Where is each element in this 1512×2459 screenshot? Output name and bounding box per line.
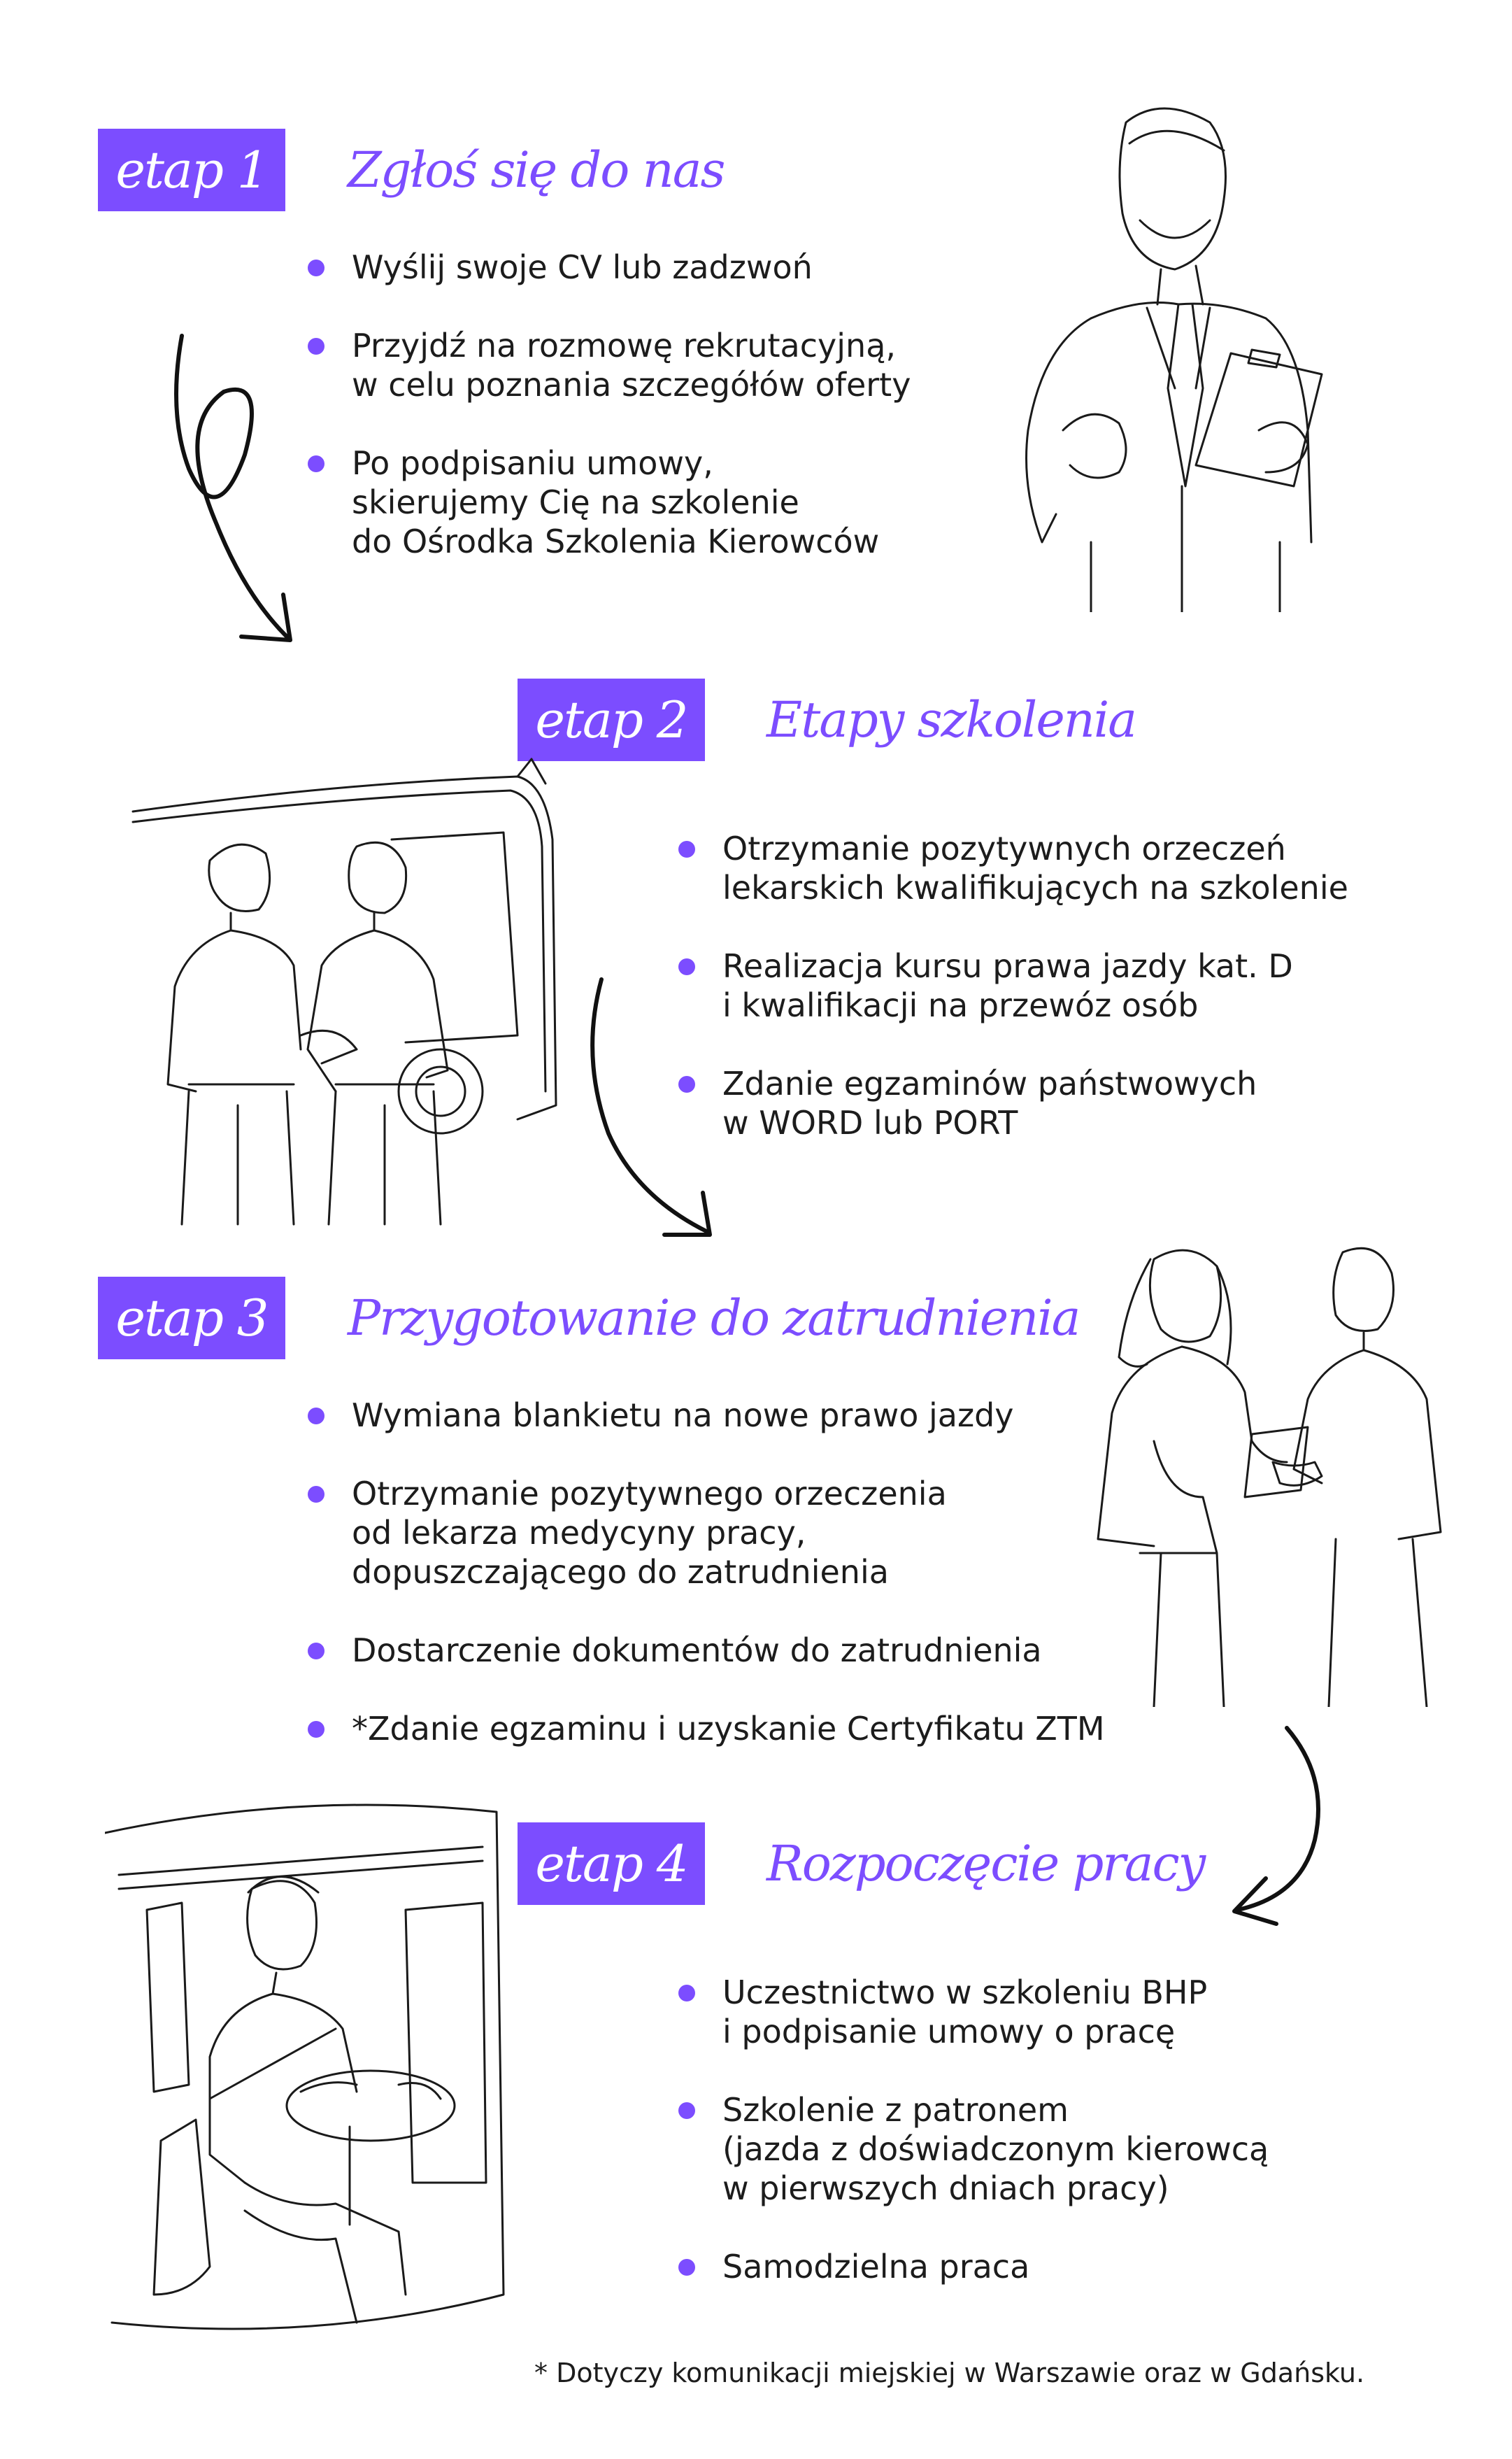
list-item: Dostarczenie dokumentów do zatrudnienia bbox=[308, 1631, 1105, 1670]
stage-2-list: Otrzymanie pozytywnych orzeczeń lekarski… bbox=[678, 829, 1348, 1182]
curve-arrow-3 bbox=[1232, 1726, 1320, 1926]
stage-4-list: Uczestnictwo w szkoleniu BHP i podpisani… bbox=[678, 1973, 1269, 2325]
list-item: Zdanie egzaminów państwowych w WORD lub … bbox=[678, 1064, 1348, 1142]
stage-3-title: Przygotowanie do zatrudnienia bbox=[348, 1289, 1080, 1347]
stage-1-list: Wyślij swoje CV lub zadzwoń Przyjdź na r… bbox=[308, 248, 911, 600]
stage-2-badge: etap 2 bbox=[518, 679, 705, 761]
stage-2-title: Etapy szkolenia bbox=[766, 691, 1137, 749]
handshake-illustration bbox=[1097, 1247, 1442, 1707]
list-item: Wyślij swoje CV lub zadzwoń bbox=[308, 248, 911, 287]
stage-3-badge: etap 3 bbox=[98, 1277, 285, 1359]
two-men-at-bus-illustration bbox=[131, 758, 557, 1226]
list-item: Szkolenie z patronem (jazda z doświadczo… bbox=[678, 2090, 1269, 2208]
list-item: Otrzymanie pozytywnego orzeczenia od lek… bbox=[308, 1474, 1105, 1592]
list-item: Samodzielna praca bbox=[678, 2247, 1269, 2286]
list-item: Po podpisaniu umowy, skierujemy Cię na s… bbox=[308, 444, 911, 561]
loop-arrow-1 bbox=[174, 334, 292, 642]
list-item: Otrzymanie pozytywnych orzeczeń lekarski… bbox=[678, 829, 1348, 907]
list-item: Wymiana blankietu na nowe prawo jazdy bbox=[308, 1396, 1105, 1435]
stage-4-title: Rozpoczęcie pracy bbox=[766, 1835, 1206, 1892]
stage-1-badge: etap 1 bbox=[98, 129, 285, 211]
stage-1-title: Zgłoś się do nas bbox=[348, 141, 725, 199]
curve-arrow-2 bbox=[590, 977, 712, 1237]
man-with-clipboard-illustration bbox=[1025, 107, 1323, 612]
footnote: * Dotyczy komunikacji miejskiej w Warsza… bbox=[534, 2358, 1365, 2388]
list-item: Uczestnictwo w szkoleniu BHP i podpisani… bbox=[678, 1973, 1269, 2051]
list-item: Przyjdź na rozmowę rekrutacyjną, w celu … bbox=[308, 326, 911, 404]
bus-driver-illustration bbox=[105, 1803, 505, 2330]
list-item: *Zdanie egzaminu i uzyskanie Certyfikatu… bbox=[308, 1709, 1105, 1748]
list-item: Realizacja kursu prawa jazdy kat. D i kw… bbox=[678, 947, 1348, 1025]
stage-4-badge: etap 4 bbox=[518, 1822, 705, 1905]
stage-3-list: Wymiana blankietu na nowe prawo jazdy Ot… bbox=[308, 1396, 1105, 1787]
